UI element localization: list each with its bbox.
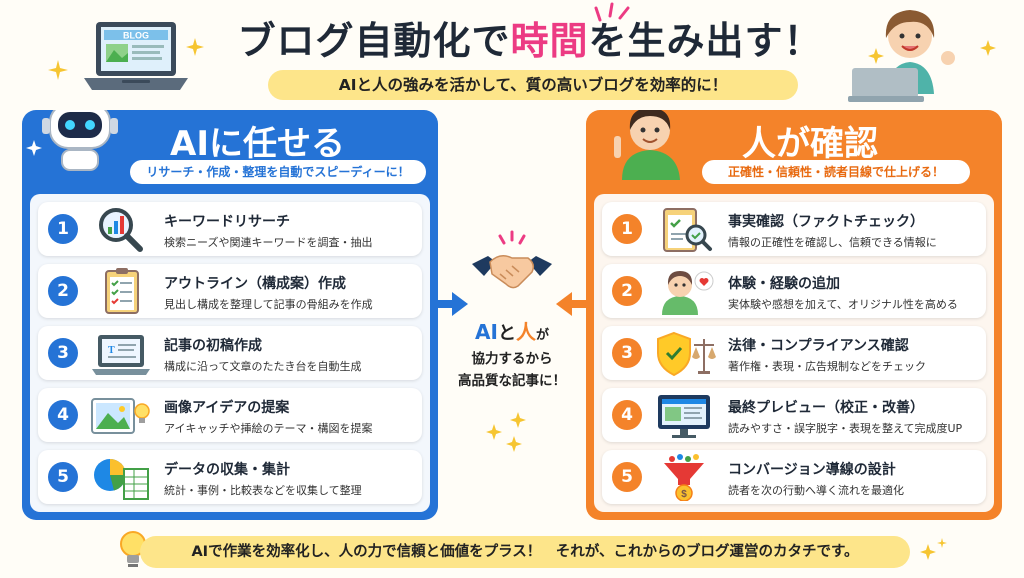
task-title: キーワードリサーチ	[164, 214, 290, 230]
laptop-document-icon: T	[92, 335, 150, 375]
step-number: 5	[612, 462, 642, 492]
task-desc: 実体験や感想を加えて、オリジナル性を高める	[728, 298, 958, 311]
step-number: 3	[612, 338, 642, 368]
collab-ga: が	[535, 328, 549, 343]
step-number: 2	[612, 276, 642, 306]
ai-task-keyword-research: 1 キーワードリサーチ 検索ニーズや関連キーワードを調査・抽出	[38, 202, 422, 256]
image-lightbulb-icon	[91, 398, 150, 434]
robot-icon	[42, 110, 118, 171]
clipboard-magnifier-icon	[663, 208, 712, 252]
step-number: 4	[612, 400, 642, 430]
human-panel-subtitle: 正確性・信頼性・読者目線で仕上げる！	[702, 160, 970, 184]
sparkle-icon	[186, 38, 204, 56]
blog-label: BLOG	[123, 31, 149, 41]
arrow-right-icon	[436, 292, 468, 316]
svg-text:$: $	[681, 489, 687, 500]
arrow-left-icon	[556, 292, 588, 316]
human-task-fact-check: 1 事実確認（ファクトチェック） 情報の正確性を確認し、信頼できる情報に	[602, 202, 986, 256]
step-number: 2	[48, 276, 78, 306]
task-desc: 見出し構成を整理して記事の骨組みを作成	[164, 298, 373, 311]
blog-laptop-icon: BLOG	[84, 22, 188, 90]
task-title: 記事の初稿作成	[164, 338, 262, 354]
step-number: 1	[612, 214, 642, 244]
sparkle-icon	[980, 40, 996, 56]
task-desc: 検索ニーズや関連キーワードを調査・抽出	[164, 236, 373, 249]
sparkle-icon	[26, 140, 42, 156]
woman-laptop-icon	[848, 10, 955, 102]
ai-panel: AIに任せる リサーチ・作成・整理を自動でスピーディーに！ 1 キーワードリサー…	[22, 110, 438, 520]
clipboard-checklist-icon	[105, 268, 139, 314]
collab-line2: 協力するから	[471, 351, 553, 367]
title-highlight: 時間	[510, 19, 589, 63]
step-number: 4	[48, 400, 78, 430]
human-task-experience: 2 体験・経験の追加 実体験や感想を加えて、オリジナル性を高める	[602, 264, 986, 318]
task-desc: アイキャッチや挿絵のテーマ・構図を提案	[164, 422, 373, 435]
task-title: データの収集・集計	[164, 462, 290, 478]
collab-line3: 高品質な記事に！	[458, 373, 566, 389]
footer-message: AIで作業を効率化し、人の力で信頼と価値をプラス！ それが、これからのブログ運営…	[140, 536, 910, 568]
ai-task-first-draft: 3 T 記事の初稿作成 構成に沿って文章のたたき台を自動生成	[38, 326, 422, 380]
ai-task-image-ideas: 4 画像アイデアの提案 アイキャッチや挿絵のテーマ・構図を提案	[38, 388, 422, 442]
human-panel-title: 人が確認	[742, 124, 878, 164]
task-desc: 統計・事例・比較表などを収集して整理	[164, 484, 362, 497]
collab-line1: AIと人が	[446, 320, 578, 348]
man-pointing-icon	[614, 110, 680, 180]
ai-panel-header: AIに任せる リサーチ・作成・整理を自動でスピーディーに！	[22, 110, 438, 194]
title-pre: ブログ自動化で	[237, 19, 511, 63]
step-number: 5	[48, 462, 78, 492]
human-task-list: 1 事実確認（ファクトチェック） 情報の正確性を確認し、信頼できる情報に 2	[594, 194, 994, 512]
collaboration-message: AIと人が 協力するから 高品質な記事に！	[446, 320, 578, 392]
sparkle-icon	[48, 60, 68, 80]
title-post: を生み出す！	[588, 19, 823, 63]
task-title: コンバージョン導線の設計	[728, 462, 896, 478]
sparkle-icon	[920, 538, 947, 560]
svg-text:T: T	[108, 345, 115, 356]
ai-task-outline: 2 アウトライン（構成案）作成 見出し構成を整理して記事の骨組みを作成	[38, 264, 422, 318]
sparkles-icon	[486, 412, 526, 452]
human-panel-header: 人が確認 正確性・信頼性・読者目線で仕上げる！	[586, 110, 1002, 194]
human-task-conversion: 5 $ コンバージョン導線の設計 読者を次の行動へ導く流れを最適化	[602, 450, 986, 504]
task-desc: 構成に沿って文章のたたき台を自動生成	[164, 360, 362, 373]
person-heart-icon	[662, 271, 714, 315]
task-title: 体験・経験の追加	[728, 276, 840, 292]
collab-to: と	[497, 323, 516, 344]
ai-task-data-collection: 5 データの収集・集計 統計・事例・比較表などを収集して整理	[38, 450, 422, 504]
human-task-compliance: 3 法律・コンプライアンス確認 著作権・表現・広告規制などをチェック	[602, 326, 986, 380]
task-desc: 著作権・表現・広告規制などをチェック	[728, 360, 926, 373]
human-task-final-preview: 4 最終プレビュー（校正・改善） 読みやすさ・誤字脱字・表現を整えて完成度UP	[602, 388, 986, 442]
ai-task-list: 1 キーワードリサーチ 検索ニーズや関連キーワードを調査・抽出 2	[30, 194, 430, 512]
shield-scale-icon	[657, 331, 716, 377]
collab-hito: 人	[515, 320, 536, 344]
task-title: 事実確認（ファクトチェック）	[728, 214, 924, 230]
human-panel: 人が確認 正確性・信頼性・読者目線で仕上げる！ 1 事実確認（ファクトチェック）…	[586, 110, 1002, 520]
step-number: 3	[48, 338, 78, 368]
handshake-icon	[472, 230, 552, 289]
subtitle-banner: AIと人の強みを活かして、質の高いブログを効率的に！	[268, 70, 798, 100]
pie-chart-table-icon	[94, 459, 149, 500]
monitor-preview-icon	[658, 395, 710, 438]
task-desc: 情報の正確性を確認し、信頼できる情報に	[728, 236, 937, 249]
ai-panel-title: AIに任せる	[170, 124, 345, 164]
ai-panel-subtitle: リサーチ・作成・整理を自動でスピーディーに！	[130, 160, 426, 184]
task-title: 法律・コンプライアンス確認	[728, 338, 909, 354]
step-number: 1	[48, 214, 78, 244]
task-title: 最終プレビュー（校正・改善）	[728, 400, 924, 416]
task-desc: 読みやすさ・誤字脱字・表現を整えて完成度UP	[728, 422, 963, 435]
task-title: アウトライン（構成案）作成	[164, 276, 346, 292]
task-desc: 読者を次の行動へ導く流れを最適化	[728, 484, 904, 497]
lightbulb-icon	[120, 531, 146, 567]
collab-ai: AI	[475, 320, 498, 344]
sparkle-icon	[868, 48, 884, 64]
emphasis-lines-icon	[594, 2, 630, 22]
magnifier-chart-icon	[99, 208, 143, 252]
funnel-coin-icon: $	[664, 454, 704, 501]
task-title: 画像アイデアの提案	[164, 400, 290, 416]
page-title: ブログ自動化で時間を生み出す！	[210, 10, 850, 66]
